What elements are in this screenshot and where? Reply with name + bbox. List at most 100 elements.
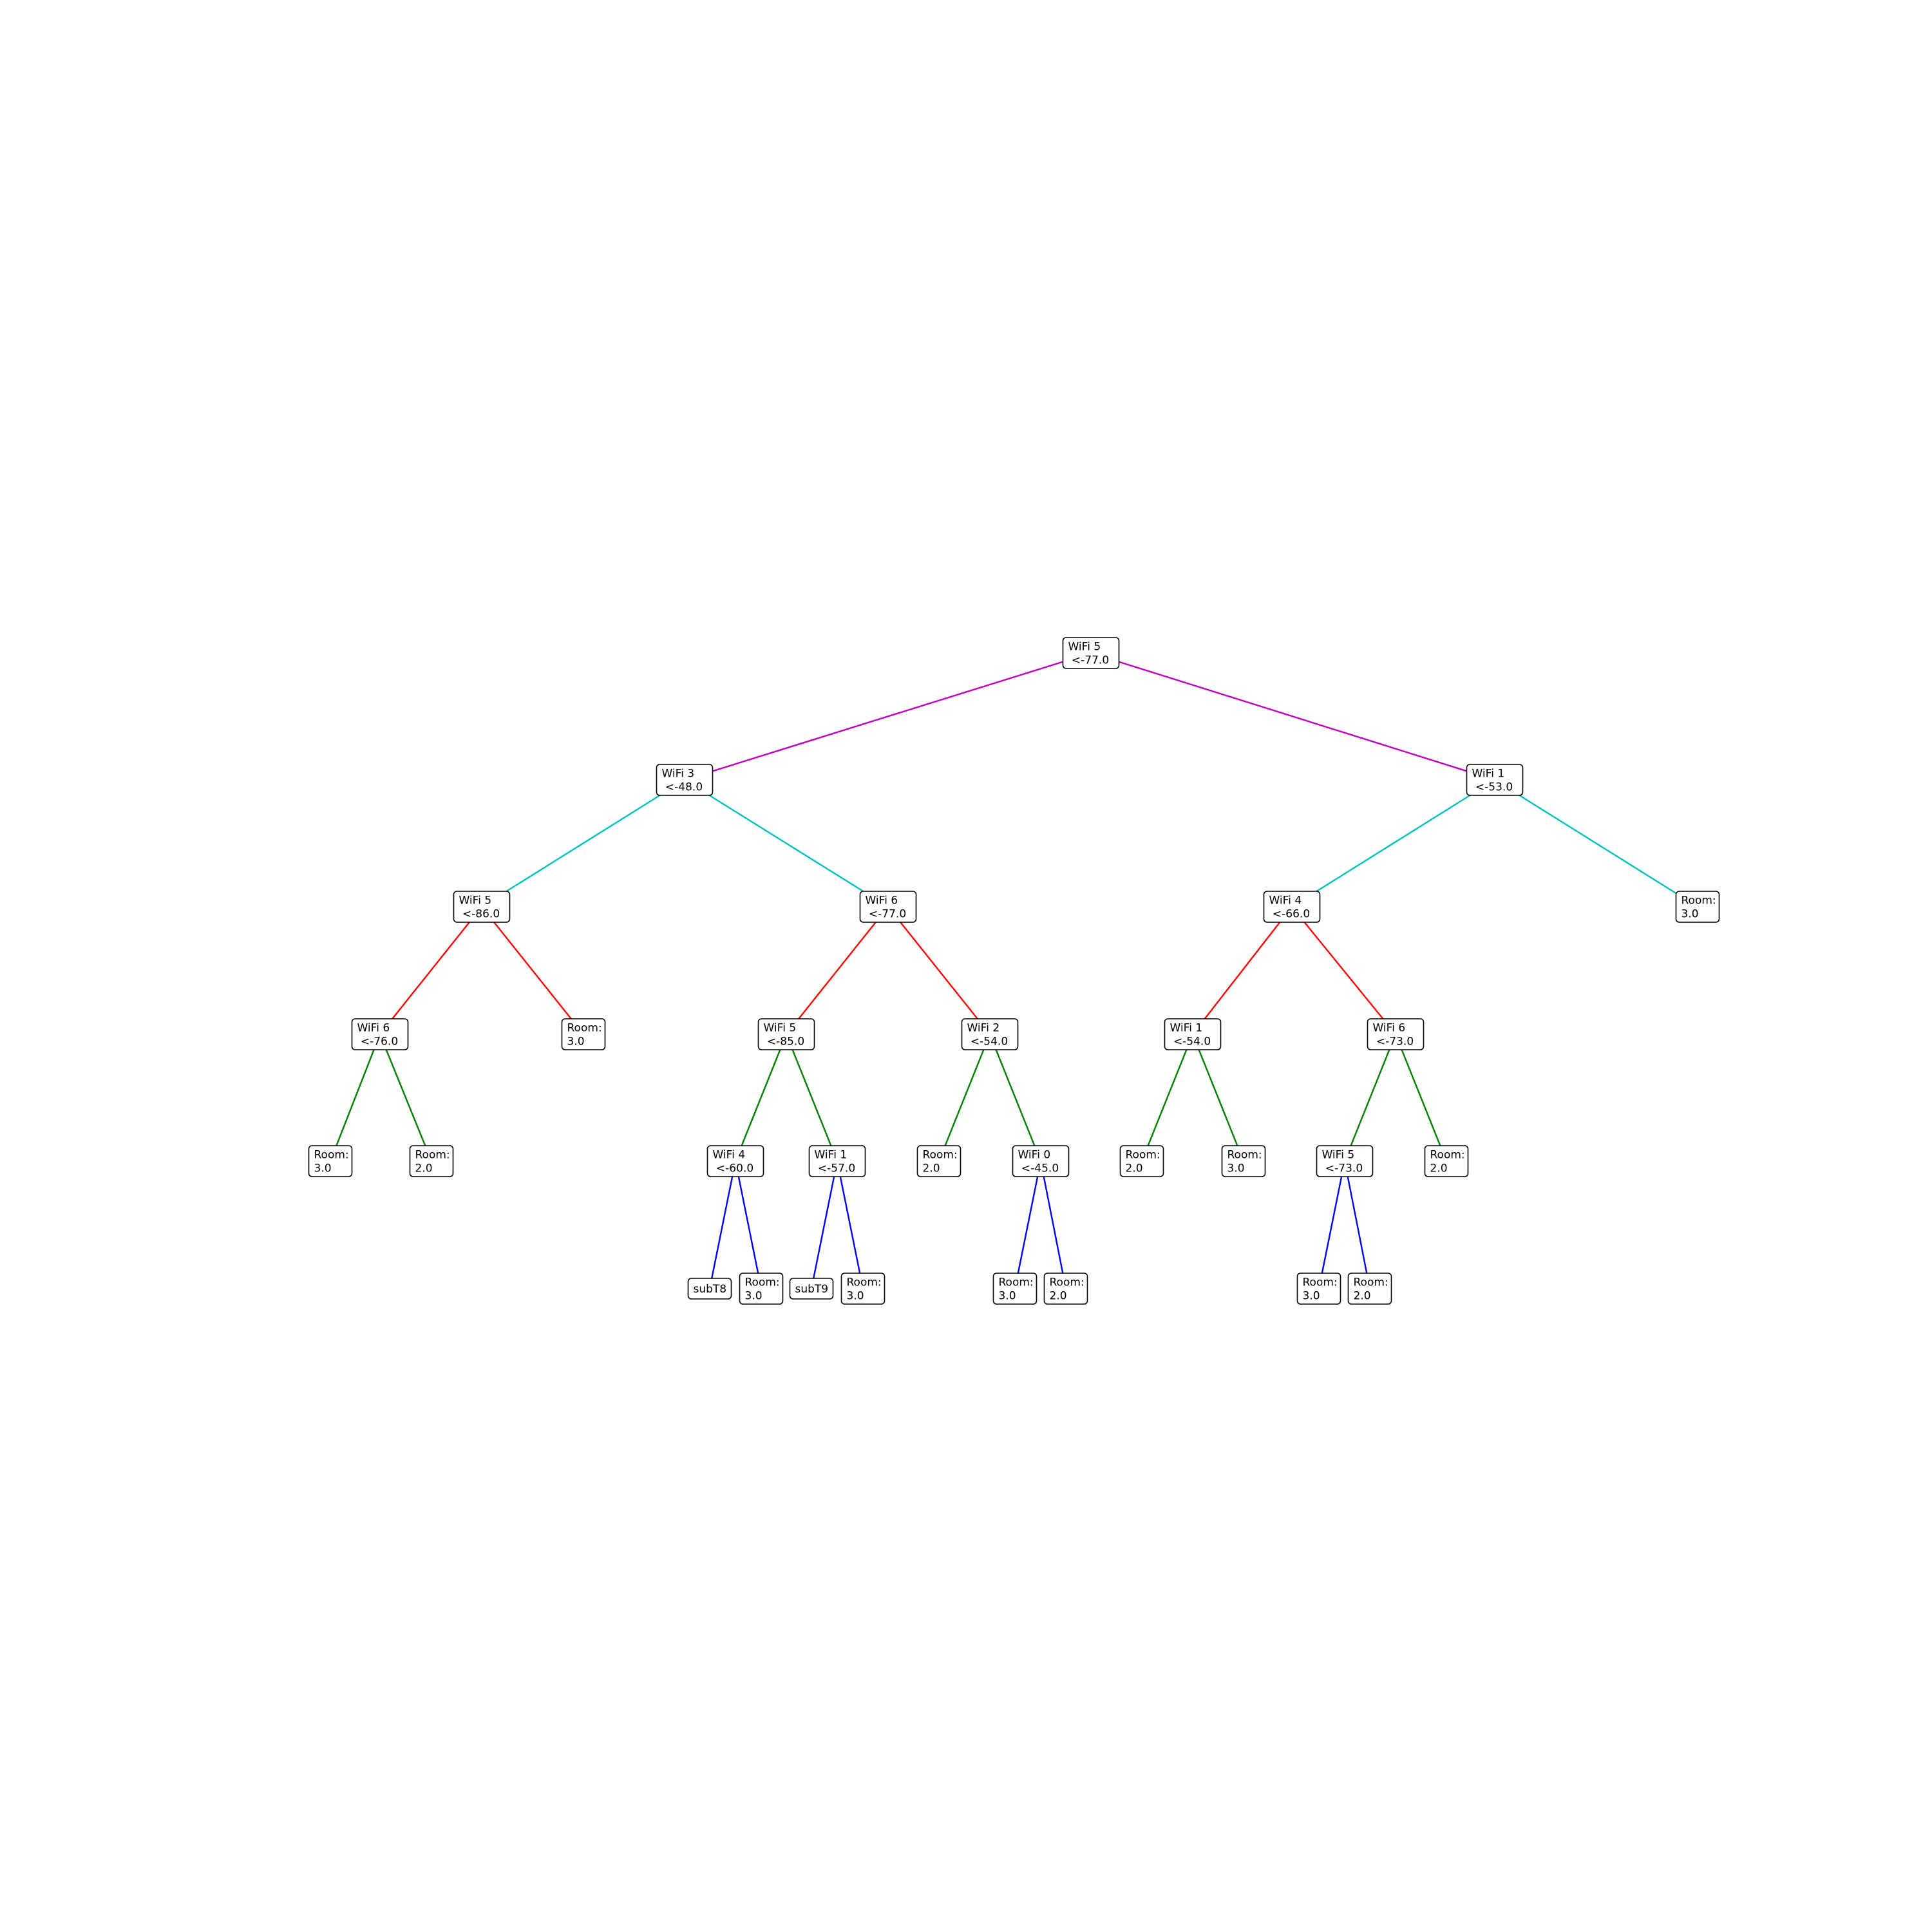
node-box bbox=[1119, 1145, 1164, 1177]
split-node-n5: WiFi 6 <-77.0 bbox=[859, 891, 917, 923]
node-label: Room: bbox=[314, 1149, 349, 1162]
node-label: WiFi 5 bbox=[764, 1022, 797, 1035]
leaf-node-n28: Room:3.0 bbox=[992, 1273, 1037, 1305]
tree-edge-n1-n3 bbox=[1090, 652, 1495, 781]
node-threshold: 2.0 bbox=[1354, 1290, 1371, 1303]
node-label: WiFi 6 bbox=[1373, 1022, 1406, 1035]
node-box bbox=[840, 1273, 886, 1305]
tree-edge-n10-n17 bbox=[785, 1034, 838, 1162]
tree-edge-n6-n12 bbox=[1192, 906, 1293, 1035]
node-box bbox=[409, 1145, 454, 1177]
split-node-n13: WiFi 6 <-73.0 bbox=[1367, 1018, 1425, 1050]
split-node-n16: WiFi 4 <-60.0 bbox=[706, 1145, 764, 1177]
tree-edges bbox=[329, 652, 1698, 1289]
tree-edge-n19-n29 bbox=[1039, 1160, 1067, 1289]
leaf-node-n24: subT8 bbox=[687, 1278, 732, 1300]
tree-edge-n17-n26 bbox=[810, 1160, 838, 1289]
tree-edge-n2-n5 bbox=[684, 779, 889, 908]
node-threshold: 3.0 bbox=[999, 1290, 1016, 1303]
split-node-n11: WiFi 2 <-54.0 bbox=[961, 1018, 1019, 1050]
tree-edge-n12-n21 bbox=[1191, 1034, 1245, 1162]
node-box bbox=[656, 764, 714, 796]
node-label: WiFi 0 bbox=[1018, 1149, 1051, 1162]
node-threshold: 2.0 bbox=[1430, 1162, 1448, 1175]
node-label: Room: bbox=[847, 1276, 882, 1289]
node-label: Room: bbox=[1681, 895, 1716, 907]
node-label: WiFi 2 bbox=[967, 1022, 1000, 1035]
node-threshold: 3.0 bbox=[847, 1290, 864, 1303]
node-threshold: 3.0 bbox=[314, 1162, 332, 1175]
node-threshold: <-54.0 bbox=[967, 1036, 1009, 1048]
node-label: WiFi 6 bbox=[866, 895, 898, 907]
node-label: Room: bbox=[1430, 1149, 1465, 1162]
node-threshold: 3.0 bbox=[745, 1290, 762, 1303]
node-box bbox=[1062, 637, 1120, 669]
node-label: WiFi 5 bbox=[1322, 1149, 1355, 1162]
node-box bbox=[789, 1278, 834, 1300]
node-threshold: <-45.0 bbox=[1018, 1162, 1059, 1175]
tree-edge-n12-n20 bbox=[1141, 1034, 1194, 1162]
node-threshold: 2.0 bbox=[1050, 1290, 1067, 1303]
leaf-node-n31: Room:2.0 bbox=[1347, 1273, 1392, 1305]
node-box bbox=[961, 1018, 1019, 1050]
tree-edge-n3-n6 bbox=[1291, 779, 1495, 908]
node-threshold: <-86.0 bbox=[459, 908, 500, 921]
tree-edge-n10-n16 bbox=[734, 1034, 788, 1162]
node-label: Room: bbox=[1050, 1276, 1084, 1289]
leaf-node-n7: Room:3.0 bbox=[1675, 891, 1720, 923]
leaf-node-n27: Room:3.0 bbox=[840, 1273, 886, 1305]
leaf-node-n18: Room:2.0 bbox=[916, 1145, 961, 1177]
node-box bbox=[808, 1145, 866, 1177]
leaf-node-n14: Room:3.0 bbox=[308, 1145, 353, 1177]
node-label: WiFi 1 bbox=[1170, 1022, 1203, 1035]
node-box bbox=[1221, 1145, 1266, 1177]
node-label: WiFi 4 bbox=[713, 1149, 746, 1162]
split-node-n3: WiFi 1 <-53.0 bbox=[1466, 764, 1524, 796]
node-label: Room: bbox=[1354, 1276, 1388, 1289]
node-label: WiFi 5 bbox=[1068, 641, 1101, 654]
split-node-n1: WiFi 5 <-77.0 bbox=[1062, 637, 1120, 669]
node-label: WiFi 6 bbox=[357, 1022, 390, 1035]
split-node-n19: WiFi 0 <-45.0 bbox=[1012, 1145, 1070, 1177]
tree-edge-n19-n28 bbox=[1014, 1160, 1042, 1289]
node-box bbox=[687, 1278, 732, 1300]
node-threshold: 2.0 bbox=[1126, 1162, 1143, 1175]
node-threshold: <-54.0 bbox=[1170, 1036, 1211, 1048]
split-node-n2: WiFi 3 <-48.0 bbox=[656, 764, 714, 796]
node-threshold: 2.0 bbox=[923, 1162, 940, 1175]
node-threshold: 3.0 bbox=[567, 1036, 585, 1048]
node-label: Room: bbox=[415, 1149, 450, 1162]
node-box bbox=[351, 1018, 409, 1050]
node-threshold: <-85.0 bbox=[764, 1036, 805, 1048]
node-box bbox=[916, 1145, 961, 1177]
node-threshold: <-66.0 bbox=[1269, 908, 1311, 921]
tree-edge-n16-n25 bbox=[734, 1160, 762, 1289]
tree-edge-n8-n15 bbox=[379, 1034, 433, 1162]
node-label: Room: bbox=[567, 1022, 602, 1035]
tree-edge-n5-n10 bbox=[786, 906, 889, 1035]
node-box bbox=[308, 1145, 353, 1177]
node-box bbox=[992, 1273, 1037, 1305]
node-threshold: 2.0 bbox=[415, 1162, 433, 1175]
node-label: WiFi 5 bbox=[459, 895, 492, 907]
node-box bbox=[1164, 1018, 1222, 1050]
node-label: subT8 bbox=[694, 1283, 727, 1296]
node-box bbox=[706, 1145, 764, 1177]
node-box bbox=[1263, 891, 1321, 923]
split-node-n17: WiFi 1 <-57.0 bbox=[808, 1145, 866, 1177]
node-label: Room: bbox=[1227, 1149, 1262, 1162]
tree-edge-n17-n27 bbox=[836, 1160, 864, 1289]
tree-edge-n2-n4 bbox=[481, 779, 685, 908]
tree-edge-n3-n7 bbox=[1494, 779, 1698, 908]
tree-edge-n6-n13 bbox=[1291, 906, 1396, 1035]
split-node-n10: WiFi 5 <-85.0 bbox=[757, 1018, 815, 1050]
node-threshold: <-57.0 bbox=[815, 1162, 856, 1175]
tree-edge-n4-n8 bbox=[379, 906, 482, 1035]
node-box bbox=[859, 891, 917, 923]
node-box bbox=[757, 1018, 815, 1050]
tree-edge-n11-n19 bbox=[989, 1034, 1042, 1162]
node-threshold: <-53.0 bbox=[1472, 781, 1513, 794]
tree-edge-n1-n2 bbox=[684, 652, 1092, 781]
node-threshold: 3.0 bbox=[1227, 1162, 1245, 1175]
